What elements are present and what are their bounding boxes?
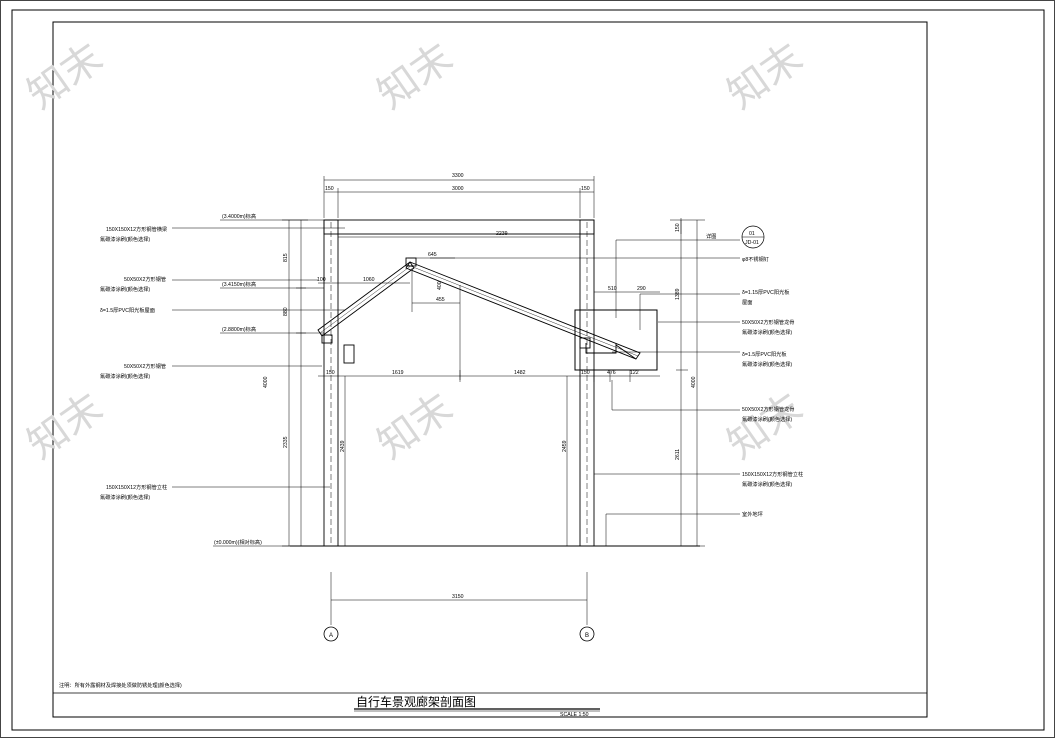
dim-h-right-b: 2611 bbox=[675, 449, 681, 460]
dim-slope: 400 bbox=[437, 281, 443, 290]
axis-label-a: A bbox=[329, 633, 333, 639]
level-low: (2.8800m)标高 bbox=[222, 325, 256, 333]
dim-h-right-top: 150 bbox=[675, 223, 681, 232]
label-r2b: 屋面 bbox=[742, 299, 752, 306]
level-marks: (3.4000m)标高 (3.4150m)标高 (2.8800m)标高 (±0.… bbox=[214, 212, 262, 546]
dim-bay-right: 150 bbox=[581, 370, 590, 376]
detail-tag-bottom: JD-01 bbox=[745, 240, 759, 246]
dim-roof-left: 1060 bbox=[363, 277, 375, 283]
dim-top-total: 3300 bbox=[452, 173, 464, 179]
dim-top-left: 150 bbox=[325, 186, 334, 192]
dim-h-left-a: 815 bbox=[283, 253, 289, 262]
drawing-note: 注明：所有外露钢材及焊接处须做防锈处理(颜色选择) bbox=[59, 681, 182, 689]
left-annotations: 150X150X12方形钢管横梁 氟碳漆涂刷(颜色选择) 50X50X2方形钢管… bbox=[100, 225, 167, 501]
dim-h-left-total: 4000 bbox=[263, 376, 269, 388]
label-r3b: 氟碳漆涂刷(颜色选择) bbox=[742, 328, 792, 336]
dimension-lines bbox=[213, 176, 705, 625]
level-ground: (±0.000m)(相对标高) bbox=[214, 538, 262, 546]
dim-rafter-seg: 455 bbox=[436, 297, 445, 303]
watermark-layer: 知末 知末 知末 知末 知末 知末 bbox=[20, 35, 811, 467]
label-r5b: 氟碳漆涂刷(颜色选择) bbox=[742, 415, 792, 423]
dim-right-b: 290 bbox=[637, 286, 646, 292]
dim-bay-r1: 476 bbox=[607, 370, 616, 376]
label-l4a: 50X50X2方形钢管 bbox=[124, 362, 166, 370]
watermark: 知末 bbox=[20, 35, 111, 117]
roof-left bbox=[317, 261, 415, 337]
label-r7: 室外地坪 bbox=[742, 510, 763, 518]
axis-bubbles: A B bbox=[323, 626, 595, 642]
dim-top-mid: 3000 bbox=[452, 186, 464, 192]
watermark: 知末 bbox=[20, 385, 111, 467]
dim-bay-1: 1619 bbox=[392, 370, 404, 376]
dim-h-left-b: 880 bbox=[283, 307, 289, 316]
watermark: 知末 bbox=[370, 35, 461, 117]
dim-h-right-total: 4000 bbox=[691, 376, 697, 388]
label-r1: φ8不锈钢钉 bbox=[742, 255, 769, 263]
label-l1a: 150X150X12方形钢管横梁 bbox=[106, 225, 167, 233]
label-l4b: 氟碳漆涂刷(颜色选择) bbox=[100, 372, 150, 380]
dim-axis-span: 3150 bbox=[452, 594, 464, 600]
level-mid: (3.4150m)标高 bbox=[222, 280, 256, 288]
label-l3: δ=1.5厚PVC阳光板屋面 bbox=[100, 306, 155, 314]
pergola-structure bbox=[290, 219, 700, 547]
drawing-scale: SCALE 1:50 bbox=[560, 712, 589, 718]
dim-bay-left: 150 bbox=[326, 370, 335, 376]
label-r3a: 50X50X2方形钢管龙骨 bbox=[742, 318, 794, 326]
dim-bay-r2: 122 bbox=[630, 370, 639, 376]
label-r6a: 150X150X12方形钢管立柱 bbox=[742, 470, 803, 478]
dimension-labels: 3300 150 3000 150 2239 645 100 1060 400 … bbox=[263, 173, 697, 600]
dim-h-right-a: 1389 bbox=[675, 288, 681, 300]
watermark: 知末 bbox=[720, 35, 811, 117]
dim-inner-span: 2239 bbox=[496, 231, 508, 237]
label-l2b: 氟碳漆涂刷(颜色选择) bbox=[100, 285, 150, 293]
dim-h-left-c: 2335 bbox=[283, 436, 289, 448]
top-beam bbox=[323, 219, 595, 235]
drawing-frame bbox=[52, 21, 928, 718]
dim-right-a: 510 bbox=[608, 286, 617, 292]
dim-bay-2: 1482 bbox=[514, 370, 526, 376]
label-l5b: 氟碳漆涂刷(颜色选择) bbox=[100, 493, 150, 501]
detail-tag: 01 JD-01 bbox=[741, 225, 765, 249]
label-l2a: 50X50X2方形钢管 bbox=[124, 275, 166, 283]
level-top: (3.4000m)标高 bbox=[222, 212, 256, 220]
dim-h-col: 2439 bbox=[340, 440, 346, 452]
label-r4a: δ=1.5厚PVC阳光板 bbox=[742, 350, 787, 358]
dim-top-right: 150 bbox=[581, 186, 590, 192]
label-l5a: 150X150X12方形钢管立柱 bbox=[106, 483, 167, 491]
leader-lines bbox=[172, 227, 740, 546]
dim-h-col-r: 2459 bbox=[562, 440, 568, 452]
label-r5a: 50X50X2方形钢管龙骨 bbox=[742, 405, 794, 413]
label-r6b: 氟碳漆涂刷(颜色选择) bbox=[742, 480, 792, 488]
watermark: 知末 bbox=[720, 385, 811, 467]
paper-border bbox=[11, 9, 1045, 731]
detail-tag-top: 01 bbox=[749, 231, 755, 237]
label-r2a: δ=1.15厚PVC阳光板 bbox=[742, 288, 790, 296]
watermark: 知末 bbox=[370, 385, 461, 467]
dim-left-off: 100 bbox=[317, 277, 326, 283]
label-l1b: 氟碳漆涂刷(颜色选择) bbox=[100, 235, 150, 243]
axis-label-b: B bbox=[585, 633, 589, 639]
right-annotations: 详图 φ8不锈钢钉 δ=1.15厚PVC阳光板 屋面 50X50X2方形钢管龙骨… bbox=[706, 232, 803, 518]
label-r4b: 氟碳漆涂刷(颜色选择) bbox=[742, 360, 792, 368]
label-r0: 详图 bbox=[706, 232, 716, 240]
drawing-title: 自行车景观廊架剖面图 bbox=[356, 694, 476, 709]
dim-beam-len: 645 bbox=[428, 252, 437, 258]
